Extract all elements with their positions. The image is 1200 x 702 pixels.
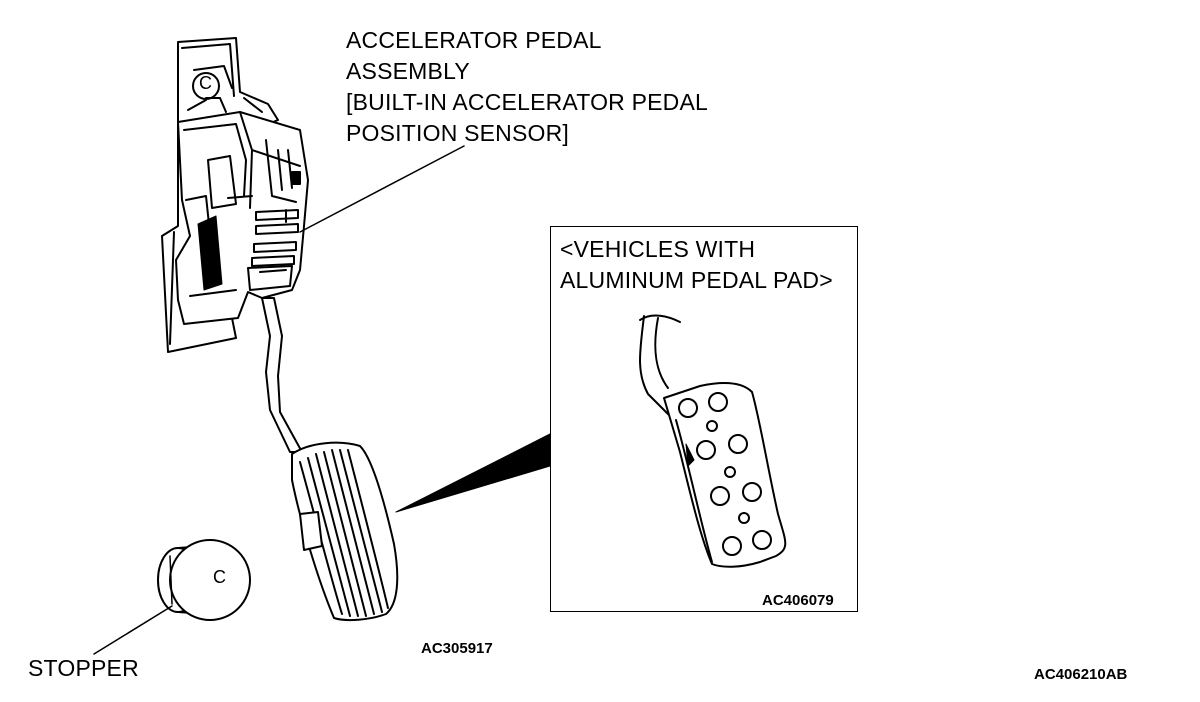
- pedal-pad: [291, 441, 399, 622]
- assembly-label-line4: POSITION SENSOR]: [346, 120, 570, 146]
- inset-title-line2: ALUMINUM PEDAL PAD>: [560, 267, 833, 293]
- assembly-leader-line: [299, 145, 465, 233]
- pedal-arm: [261, 297, 303, 453]
- stopper-leader-line: [93, 605, 173, 655]
- inset-pointer-wedge: [395, 433, 551, 513]
- stopper-letter-c: C: [213, 567, 226, 587]
- inset-figure-code: AC406079: [762, 592, 834, 609]
- pad-holes: [678, 392, 772, 556]
- assembly-label-line2: ASSEMBLY: [346, 58, 470, 84]
- inset-title-line1: <VEHICLES WITH: [560, 236, 756, 262]
- sheet-figure-code: AC406210AB: [1034, 666, 1128, 683]
- stopper-label: STOPPER: [28, 655, 139, 681]
- aluminum-pedal-illustration: [639, 314, 787, 568]
- inset-frame: [550, 226, 858, 612]
- mount-letter-c: C: [199, 73, 212, 93]
- assembly-label-line1: ACCELERATOR PEDAL: [346, 27, 602, 53]
- main-figure-code: AC305917: [421, 640, 493, 657]
- assembly-label-line3: [BUILT-IN ACCELERATOR PEDAL: [346, 89, 709, 115]
- sensor-housing: [175, 97, 309, 325]
- stopper-part: [157, 539, 251, 621]
